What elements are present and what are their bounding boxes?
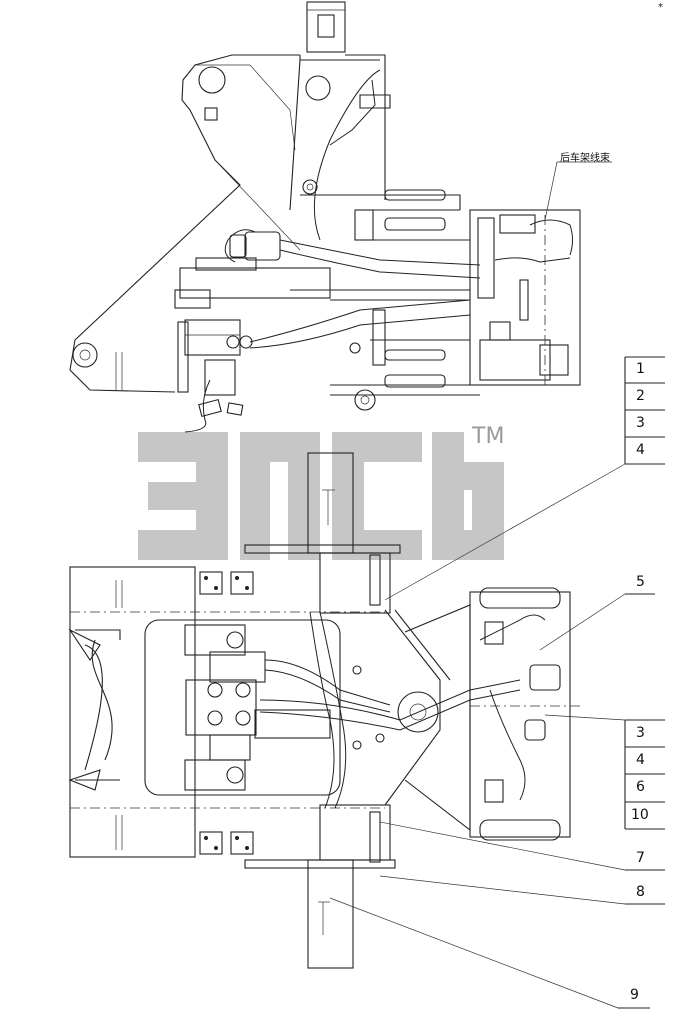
callout-3-top: 3 — [636, 415, 645, 431]
callout-6: 6 — [636, 779, 645, 795]
corner-mark: * — [658, 2, 663, 13]
callout-3-mid: 3 — [636, 725, 645, 741]
leader-top — [384, 463, 626, 601]
callout-8: 8 — [636, 884, 645, 900]
harness-note: 后车架线束 — [560, 153, 610, 164]
leader-7 — [379, 821, 626, 871]
lower-view — [68, 452, 580, 969]
trademark-label: TM — [472, 424, 505, 449]
watermark-logo — [138, 432, 504, 560]
upper-view — [69, 1, 581, 433]
leader-5 — [539, 593, 626, 651]
callout-4-mid: 4 — [636, 752, 645, 768]
callout-2: 2 — [636, 388, 645, 404]
callout-1: 1 — [636, 361, 645, 377]
leader-mid — [544, 714, 626, 721]
callout-10: 10 — [631, 807, 649, 823]
callout-table-top — [624, 356, 665, 465]
leader-8 — [379, 875, 626, 905]
callout-5: 5 — [636, 574, 645, 590]
callout-4-top: 4 — [636, 442, 645, 458]
leader-9 — [329, 897, 619, 1009]
callout-9: 9 — [630, 987, 639, 1003]
callout-7: 7 — [636, 850, 645, 866]
callout-table-mid — [624, 719, 665, 830]
